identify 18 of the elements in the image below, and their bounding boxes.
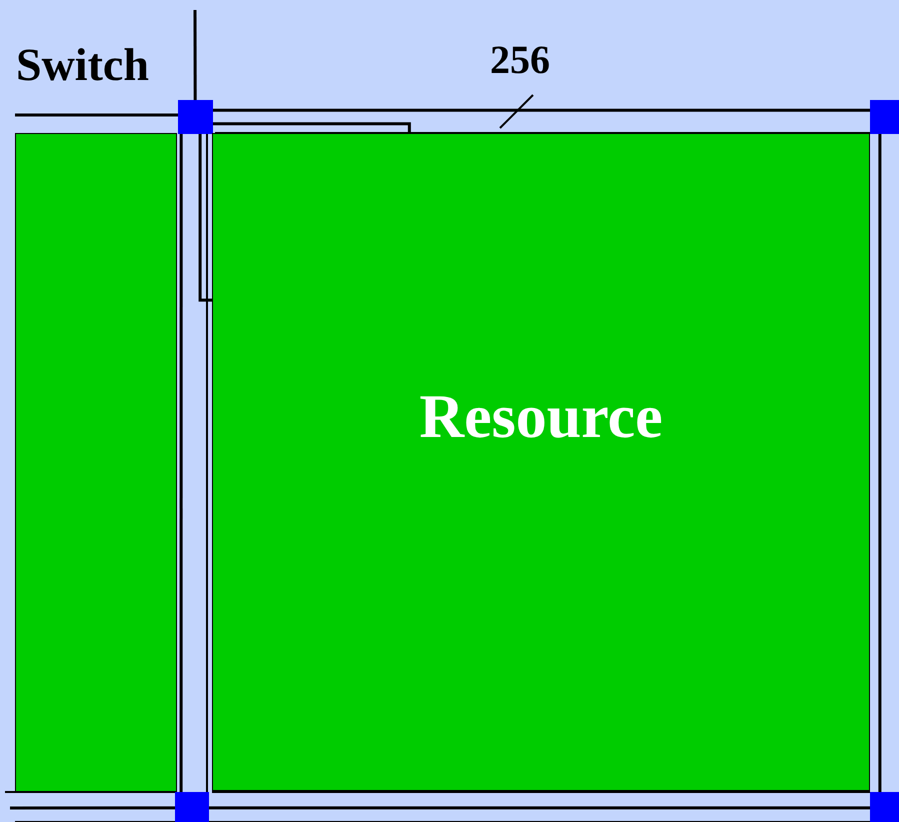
switch-block [870,792,899,822]
switch-block [178,100,213,134]
wire [213,122,411,133]
wire [180,134,183,792]
wire [194,10,197,100]
wire [209,806,870,810]
switch-block [870,100,899,134]
switch-block [175,792,209,822]
edge-label: 256 [490,36,550,83]
logic-block [15,133,177,792]
switch-label: Switch [16,38,149,91]
wire [213,108,870,112]
wire [10,806,175,810]
wire [15,114,178,116]
block-label: Resource [419,382,663,452]
wire [878,134,882,792]
wire [198,134,212,302]
resource-block [212,133,870,791]
